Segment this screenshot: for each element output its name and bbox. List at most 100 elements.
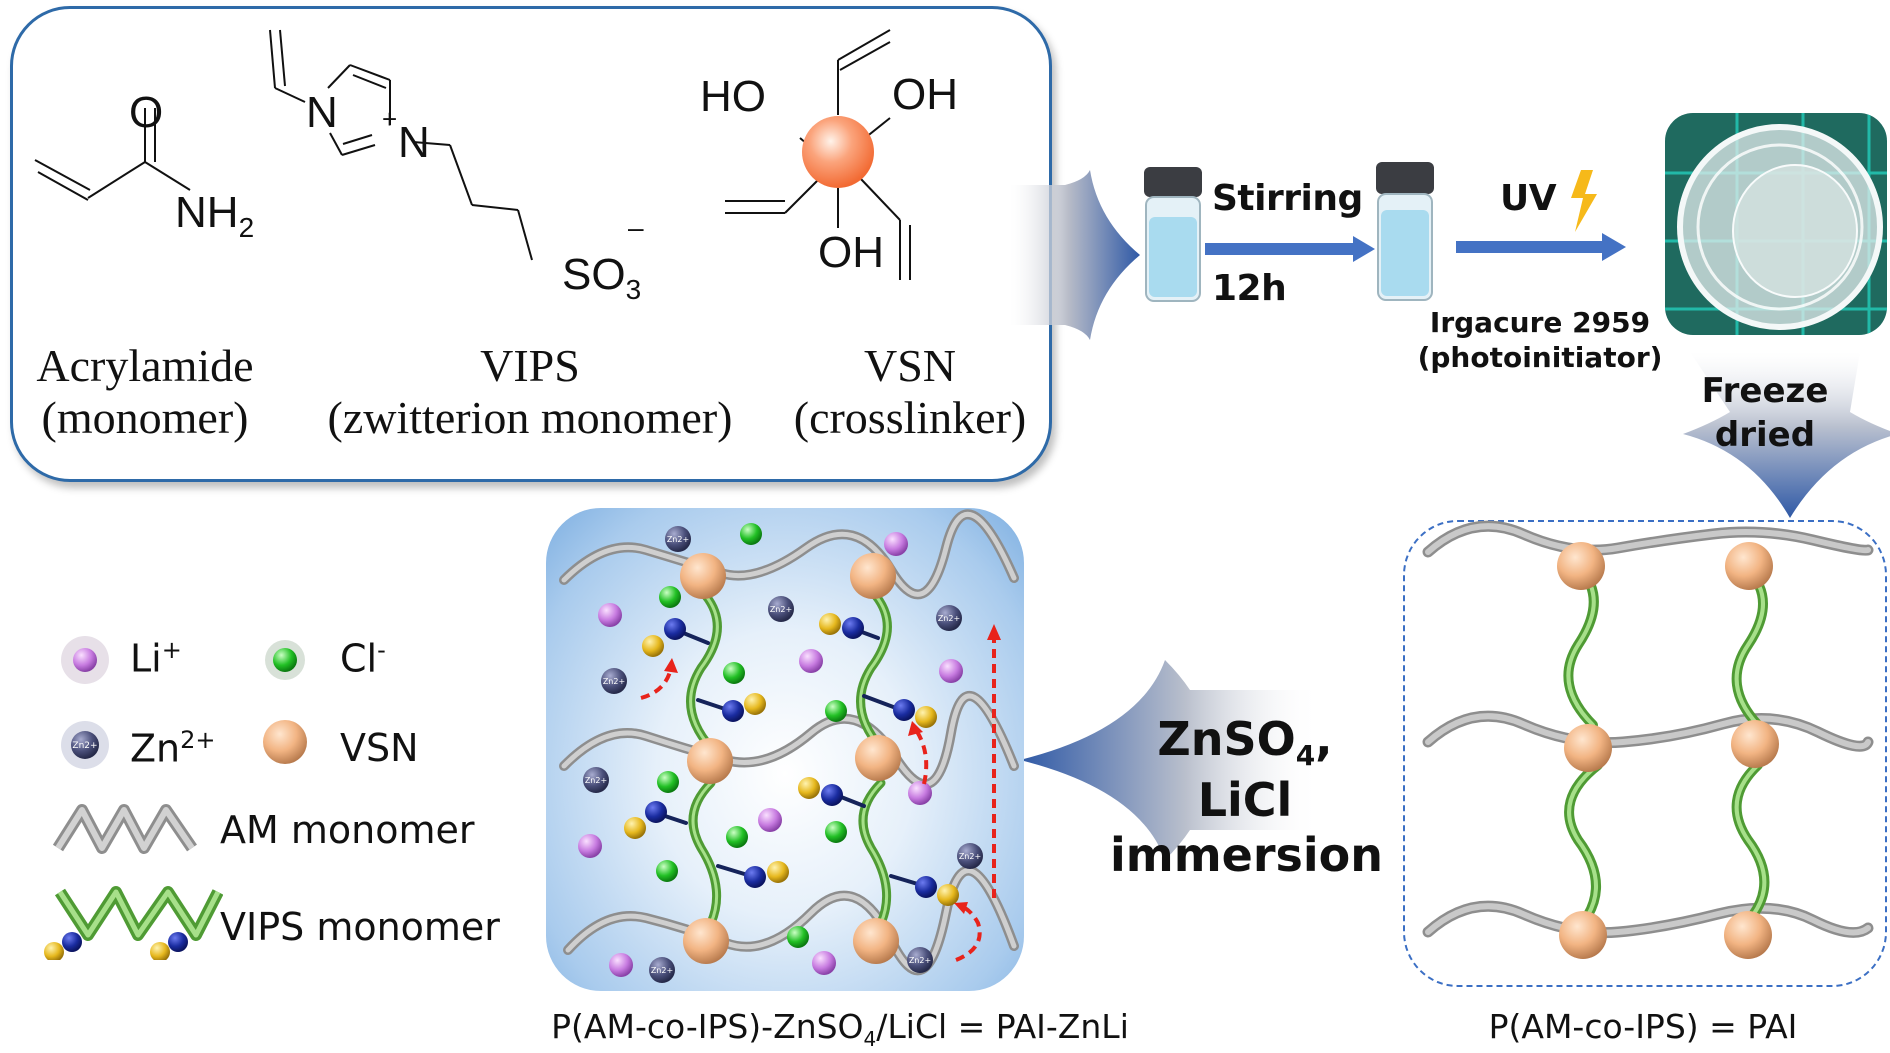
cation-group: [915, 876, 937, 898]
chloride-ion: [740, 523, 762, 545]
immersion-arrow-icon: [1020, 660, 1320, 860]
cation-group: [744, 866, 766, 888]
lithium-ion: [884, 532, 908, 556]
vsn-crosslink-nodes: [1557, 542, 1779, 959]
reagent-box: [10, 6, 1052, 482]
legend-vips-monomer-label: VIPS monomer: [220, 905, 500, 949]
vips-sulfonate: SO3: [562, 250, 641, 306]
vsn-core-sphere: [802, 116, 874, 188]
anion-group: [744, 693, 766, 715]
legend-lithium-label: Li+: [130, 636, 182, 681]
cation-group: [821, 784, 843, 806]
cation-group: [893, 699, 915, 721]
anion-group: [937, 884, 959, 906]
lithium-ion: [799, 649, 823, 673]
anion-group: [915, 706, 937, 728]
legend-zinc-charge: 2+: [180, 726, 216, 754]
anion-group: [798, 777, 820, 799]
anion-group: [819, 613, 841, 635]
vips-negative-charge: –: [628, 212, 644, 243]
vsn-hydroxyl-right: OH: [892, 70, 958, 119]
pai-znli-network-diagram: Zn2+ Zn2+ Zn2+ Zn2+ Zn2+ Zn2+ Zn2+ Zn2+: [559, 509, 1019, 983]
lithium-ion: [758, 808, 782, 832]
migration-arrow: [914, 728, 929, 785]
chloride-ion: [787, 926, 809, 948]
chloride-ion: [825, 821, 847, 843]
lithium-chloride-text: , LiCl: [1197, 712, 1333, 827]
vsn-node: [855, 735, 901, 781]
acrylamide-amine: NH2: [175, 188, 254, 244]
chloride-ion-icon: [265, 640, 305, 680]
caption-subscript: 4: [863, 1027, 877, 1051]
cation-group: [842, 617, 864, 639]
zinc-ion: Zn2+: [768, 596, 794, 622]
vips-structure: [269, 29, 533, 261]
acrylamide-structure: [34, 108, 191, 201]
chloride-ion: [723, 662, 745, 684]
vsn-node: [680, 553, 726, 599]
vips-role: (zwitterion monomer): [327, 391, 733, 443]
vsn-node: [853, 918, 899, 964]
lithium-ion: [578, 834, 602, 858]
vsn-node: [687, 738, 733, 784]
chloride-ion: [825, 700, 847, 722]
legend-zinc-label: Zn2+: [130, 726, 216, 771]
vsn-label: VSN (crosslinker): [780, 340, 1040, 443]
vial-icon: [1144, 167, 1202, 302]
acrylamide-oxygen: O: [129, 88, 164, 137]
immersion-salts: ZnSO4, LiCl: [1110, 712, 1380, 828]
mix-arrow-icon: [1010, 170, 1140, 340]
vsn-name: VSN: [863, 340, 957, 391]
migration-arrow: [640, 667, 673, 700]
lithium-ion: [812, 951, 836, 975]
chloride-ions: [656, 523, 847, 948]
zinc-ion: Zn2+: [665, 526, 691, 552]
legend-lithium-charge: +: [161, 636, 182, 664]
acrylamide-name: Acrylamide: [36, 340, 254, 391]
caption-main: P(AM-co-IPS)-ZnSO: [551, 1007, 864, 1046]
cation-group: [645, 801, 667, 823]
amine-text: NH: [175, 188, 239, 237]
svg-text:Zn2+: Zn2+: [651, 966, 673, 975]
zinc-ion: Zn2+: [583, 767, 609, 793]
vsn-structure: [725, 29, 911, 280]
zinc-ion: Zn2+: [601, 668, 627, 694]
sulfonate-text: SO: [562, 250, 626, 299]
vsn-node: [1564, 724, 1612, 772]
lithium-ion-icon: [61, 636, 109, 684]
anion-group: [642, 635, 664, 657]
lithium-ion: [598, 603, 622, 627]
zinc-sulfate-text: ZnSO: [1157, 712, 1296, 766]
legend-lithium-text: Li: [130, 636, 162, 681]
lithium-ion: [609, 953, 633, 977]
legend-vsn-label: VSN: [340, 726, 419, 770]
legend-chloride-charge: -: [377, 636, 386, 664]
svg-text:Zn2+: Zn2+: [72, 741, 97, 751]
pai-znli-caption: P(AM-co-IPS)-ZnSO4/LiCl = PAI-ZnLi: [480, 1007, 1200, 1051]
legend-chloride-label: Cl-: [340, 636, 386, 681]
am-monomer-icon: [52, 804, 197, 854]
anion-group: [624, 817, 646, 839]
zinc-ion: Zn2+: [936, 605, 962, 631]
vips-label: VIPS (zwitterion monomer): [300, 340, 760, 443]
zinc-sulfate-subscript: 4: [1295, 739, 1316, 772]
zinc-ions: Zn2+ Zn2+ Zn2+ Zn2+ Zn2+ Zn2+ Zn2+ Zn2+: [583, 526, 983, 983]
svg-text:Zn2+: Zn2+: [770, 605, 792, 614]
freeze-dried-line2: dried: [1714, 414, 1816, 455]
vsn-node-icon: [263, 720, 307, 764]
lithium-ion: [908, 781, 932, 805]
hydrogel-photo: [1665, 113, 1887, 335]
vsn-node: [850, 553, 896, 599]
lightning-icon: [1571, 170, 1597, 232]
chloride-ion: [726, 826, 748, 848]
pai-network-panel: [1403, 520, 1887, 987]
pai-network-diagram: [1422, 520, 1874, 959]
svg-text:Zn2+: Zn2+: [909, 956, 931, 965]
lithium-ion: [939, 659, 963, 683]
photoinitiator-role: (photoinitiator): [1417, 341, 1663, 374]
acrylamide-label: Acrylamide (monomer): [30, 340, 260, 443]
vsn-role: (crosslinker): [793, 391, 1027, 443]
stirring-duration: 12h: [1212, 268, 1287, 309]
vsn-crosslink-nodes: [680, 553, 901, 964]
stirring-label: Stirring: [1212, 178, 1363, 219]
